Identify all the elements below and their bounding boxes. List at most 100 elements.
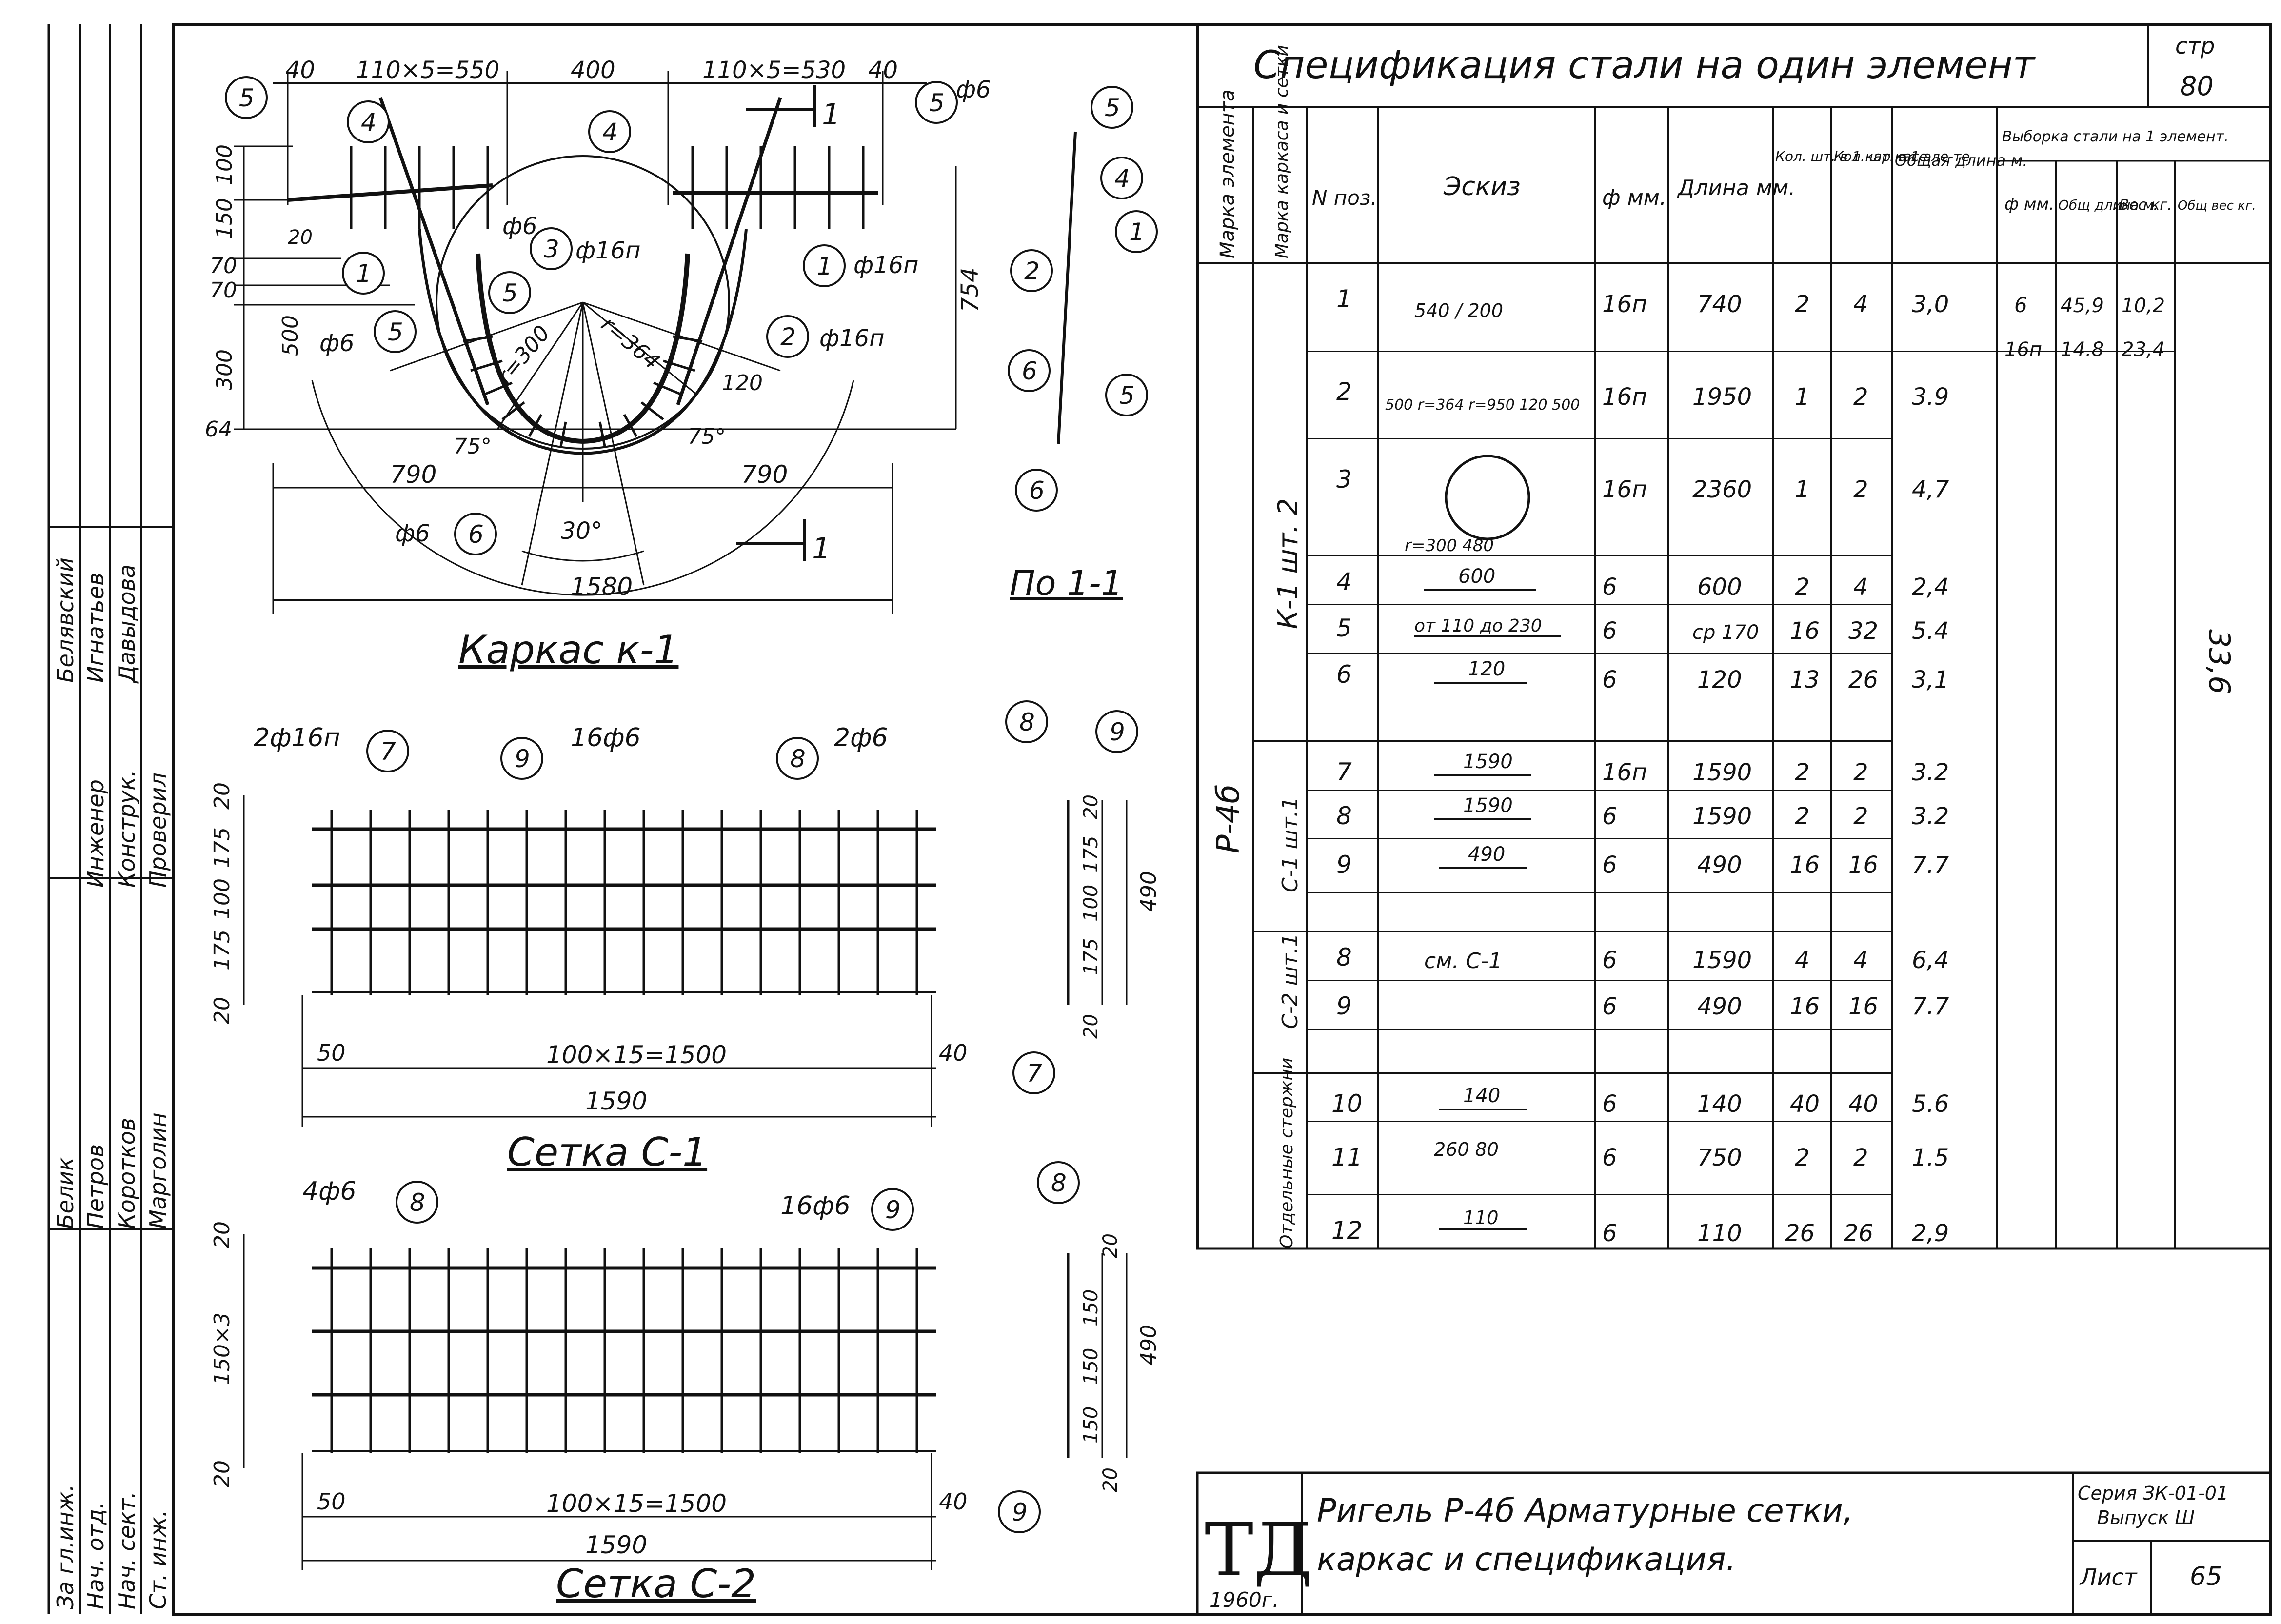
row-qf: 16 <box>1790 617 1820 645</box>
row-pos: 8 <box>1336 802 1352 830</box>
row-qe: 4 <box>1853 947 1868 974</box>
stamp-role: Инженер <box>82 779 109 888</box>
sampling-dia: 6 <box>2014 293 2027 317</box>
series: Серия ЗК-01-01 <box>2078 1483 2228 1504</box>
mesh-dim: 100×15=1500 <box>546 1041 727 1069</box>
frame-title: Каркас к-1 <box>458 627 678 673</box>
dim-left: 500 <box>278 315 303 356</box>
dim-left: 100 <box>212 144 237 185</box>
row-qe: 16 <box>1848 852 1878 879</box>
row-qe: 40 <box>1848 1090 1878 1118</box>
section-pos: 9 <box>1012 1498 1028 1526</box>
spec-row: 8 1590 6 1590 2 2 3.2 <box>1336 794 1949 830</box>
stamp-name: Коротков <box>114 1118 140 1229</box>
spec-row: 11 260 80 6 750 2 2 1.5 <box>1331 1139 1949 1171</box>
section-dim: 20 <box>1080 794 1102 819</box>
spec-table: Спецификация стали на один элемент стр 8… <box>1196 23 2272 1250</box>
pos-callout: 2 <box>780 323 796 351</box>
row-pos: 9 <box>1336 992 1352 1020</box>
dim-left: 70 <box>210 254 237 278</box>
row-qe: 32 <box>1848 617 1878 645</box>
row-tot: 6,4 <box>1912 947 1949 974</box>
dim-top: 400 <box>571 57 615 84</box>
stamp-role: Ст. инж. <box>145 1510 171 1609</box>
approval-stamp: За гл.инж. Белик Белявский Нач. отд. Пет… <box>49 24 173 1614</box>
row-qf: 13 <box>1790 666 1820 693</box>
row-tot: 5.4 <box>1912 617 1949 645</box>
dim-left: 300 <box>212 349 237 390</box>
row-len: 140 <box>1697 1090 1742 1118</box>
section-dim: 150 <box>1080 1406 1102 1444</box>
section-dim: 175 <box>1080 938 1102 975</box>
section-pos: 2 <box>1024 257 1040 285</box>
row-tot: 5.6 <box>1912 1090 1949 1118</box>
hdr-s-dia: ф мм. <box>2004 195 2054 214</box>
section-mark: 1 <box>812 532 831 566</box>
section-pos: 8 <box>1019 708 1035 736</box>
row-tot: 3,0 <box>1912 291 1949 318</box>
hdr-qty-el: Кол. шт. в 1 эле-те <box>1834 148 1970 164</box>
hdr-length: Длина мм. <box>1677 176 1795 200</box>
spec-row: 1 540 / 200 16п 740 2 4 3,0 <box>1336 285 1949 321</box>
angle-label: 75° <box>688 424 726 449</box>
row-sketch: 500 r=364 r=950 120 500 <box>1385 396 1580 414</box>
mesh-c2-drawing: 20 150×3 20 50 100×15=1500 40 1590 4ф6 1… <box>210 1161 1161 1606</box>
row-tot: 2,9 <box>1912 1220 1949 1247</box>
group-label: Отдельные стержни <box>1277 1058 1297 1248</box>
row-dia: 16п <box>1602 759 1647 786</box>
section-dim: 20 <box>1099 1467 1122 1492</box>
row-sketch: r=300 480 <box>1405 536 1494 555</box>
spec-page-label: стр <box>2175 33 2215 59</box>
mesh-pos: 7 <box>380 737 396 766</box>
pos-callout: 5 <box>929 89 945 117</box>
dim-bottom: 790 <box>741 460 788 489</box>
row-qf: 16 <box>1790 852 1820 879</box>
mesh-dim: 50 <box>317 1040 346 1066</box>
mesh-dim: 1590 <box>585 1087 647 1115</box>
stamp-role: Проверил <box>145 772 171 888</box>
row-pos: 5 <box>1336 614 1352 642</box>
row-qe: 26 <box>1844 1220 1873 1247</box>
row-dia: 16п <box>1602 383 1647 411</box>
row-len: 1590 <box>1692 803 1752 830</box>
row-len: ср 170 <box>1692 621 1759 644</box>
spec-page-no: 80 <box>2180 71 2214 101</box>
hdr-sampling: Выборка стали на 1 элемент. <box>2002 128 2229 145</box>
row-sketch: 110 <box>1463 1207 1499 1228</box>
mesh-dim: 1590 <box>585 1531 647 1559</box>
row-len: 490 <box>1697 852 1742 879</box>
section-dim: 490 <box>1136 1325 1161 1366</box>
row-qe: 2 <box>1853 803 1868 830</box>
stamp-name: Марголин <box>145 1112 171 1229</box>
bar-label: ф16п <box>819 325 885 352</box>
spec-row: 12 110 6 110 26 26 2,9 <box>1331 1207 1949 1247</box>
angle-label: 30° <box>561 517 602 545</box>
dim-top: 110×5=530 <box>702 57 846 84</box>
logo-year: 1960г. <box>1210 1588 1279 1612</box>
mesh-callout: 2ф16п <box>254 723 340 753</box>
bar-label: ф16п <box>575 237 641 264</box>
section-pos: 6 <box>1029 476 1045 505</box>
row-pos: 2 <box>1336 377 1352 406</box>
bar-label: ф6 <box>319 330 355 357</box>
spec-row: 2 500 r=364 r=950 120 500 16п 1950 1 2 3… <box>1336 377 1949 414</box>
stamp-name: Петров <box>82 1144 109 1229</box>
row-dia: 6 <box>1602 1144 1617 1171</box>
spec-row: 9 6 490 16 16 7.7 <box>1336 992 1949 1020</box>
hdr-s-total: Общ вес кг. <box>2178 198 2256 213</box>
stamp-role: Нач. отд. <box>82 1502 109 1609</box>
row-pos: 6 <box>1336 660 1352 689</box>
spec-title: Спецификация стали на один элемент <box>1253 43 2036 87</box>
logo: ТД <box>1205 1508 1313 1593</box>
spec-row: 7 1590 16п 1590 2 2 3.2 <box>1336 751 1949 786</box>
row-dia: 6 <box>1602 803 1617 830</box>
row-dia: 6 <box>1602 1220 1617 1247</box>
mesh-dim: 20 <box>210 782 235 810</box>
section-pos: 5 <box>1105 94 1120 122</box>
row-dia: 6 <box>1602 617 1617 645</box>
pos-callout: 5 <box>502 279 518 307</box>
row-qf: 4 <box>1795 947 1810 974</box>
spec-row: 8 см. С-1 6 1590 4 4 6,4 <box>1336 943 1949 974</box>
row-qf: 1 <box>1795 476 1810 503</box>
row-len: 1590 <box>1692 759 1752 786</box>
